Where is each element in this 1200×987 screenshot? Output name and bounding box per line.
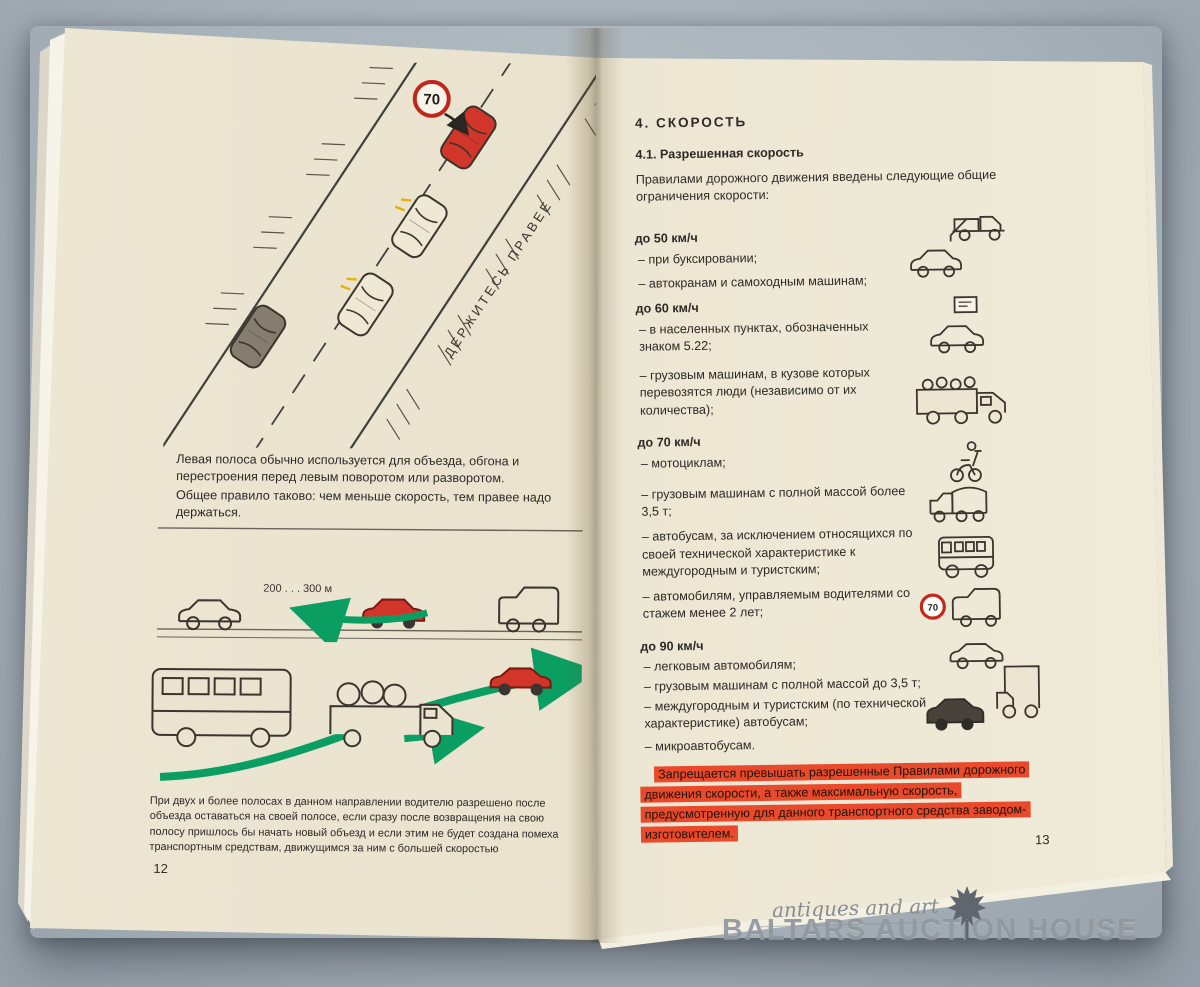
chapter-heading: 4. СКОРОСТЬ xyxy=(634,114,748,131)
limit-90-items: – легковым автомобилям; – грузовым машин… xyxy=(643,655,936,763)
tow-truck-with-car-icon xyxy=(910,215,1005,278)
maple-leaf-icon xyxy=(948,886,986,942)
flatbed-truck-side xyxy=(329,680,454,748)
white-car-top-view xyxy=(333,268,398,340)
rule-item: – грузовым машинам с полной массой до 3,… xyxy=(643,675,921,694)
paragraph: При двух и более полосах в данном направ… xyxy=(149,794,559,856)
turn-signal-flash xyxy=(394,198,412,212)
bus-side xyxy=(151,667,292,748)
rule-item: – грузовым машинам, в кузове которых пер… xyxy=(639,365,871,418)
rule-item: – междугородным и туристским (по техниче… xyxy=(644,695,927,732)
paragraph: Общее правило таково: чем меньше скорост… xyxy=(175,488,552,520)
speed-limit-90: до 90 км/ч xyxy=(640,638,704,654)
limit-60-items: – в населенных пунктах, обозначенных зна… xyxy=(639,318,912,426)
sign-number: 70 xyxy=(423,91,440,108)
rule-item: – автобусам, за исключением относящихся … xyxy=(641,526,913,579)
watermark-brand: BALTARS AUCTION HOUSE xyxy=(722,914,1139,946)
overtaking-illustration: 200 . . . 300 м xyxy=(156,527,583,644)
curb-line xyxy=(156,636,582,641)
rule-item: – при буксировании; xyxy=(637,251,758,267)
dark-van-top-view xyxy=(226,301,290,372)
limit-50-items: – при буксировании; – автокранам и самох… xyxy=(638,248,919,300)
warning-block: Запрещается превышать разрешенные Правил… xyxy=(640,760,1065,845)
town-sign-with-car-icon xyxy=(930,296,985,354)
white-car-top-view xyxy=(387,190,452,262)
rule-item: – грузовым машинам с полной массой более… xyxy=(641,484,906,519)
van-side xyxy=(498,586,560,633)
grass-texture xyxy=(205,66,596,440)
speed-limit-sign-70: 70 xyxy=(412,79,470,136)
gray-car-side xyxy=(178,599,242,631)
bus-icon xyxy=(938,535,995,579)
rule-item: – автокранам и самоходным машинам; xyxy=(638,273,868,291)
lane-keeping-illustration xyxy=(151,647,582,781)
rule-item: – микроавтобусам. xyxy=(644,737,756,754)
speed-limit-70: до 70 км/ч xyxy=(637,434,701,450)
sign-arrow xyxy=(444,111,470,136)
vehicle-group-icon xyxy=(926,643,1041,731)
limit-70-items: – мотоциклам; – грузовым машинам с полно… xyxy=(641,452,927,630)
heavy-truck-icon xyxy=(929,486,988,523)
road-edge xyxy=(245,60,596,450)
road-edge xyxy=(163,60,512,450)
red-car-side xyxy=(489,667,552,696)
rule-item: – мотоциклам; xyxy=(640,455,726,471)
road-text: ДЕРЖИТЕСЬ ПРАВЕЕ xyxy=(441,197,556,360)
rule-item: – автомобилям, управляемым водителями со… xyxy=(642,585,911,621)
speed-limit-60: до 60 км/ч xyxy=(635,300,699,316)
page-number-right: 13 xyxy=(1034,832,1050,848)
distance-label: 200 . . . 300 м xyxy=(263,583,332,595)
truck-with-passengers-icon xyxy=(915,376,1006,425)
warning-text: Запрещается превышать разрешенные Правил… xyxy=(640,761,1031,843)
page-number-left: 12 xyxy=(153,860,168,876)
paragraph: Левая полоса обычно используется для объ… xyxy=(176,452,520,486)
sign-number: 70 xyxy=(927,603,938,614)
rule-item: – в населенных пунктах, обозначенных зна… xyxy=(638,319,869,354)
turn-signal-flash xyxy=(340,277,357,291)
red-car-top-view xyxy=(436,102,501,173)
green-arrow xyxy=(289,597,429,644)
section-heading: 4.1. Разрешенная скорость xyxy=(635,145,804,162)
rule-item: – легковым автомобилям; xyxy=(643,657,796,674)
road-illustration: ДЕРЖИТЕСЬ ПРАВЕЕ 70 xyxy=(163,60,596,450)
road-edge xyxy=(157,527,583,532)
motor-scooter-icon xyxy=(950,441,982,483)
speed-limit-50: до 50 км/ч xyxy=(634,230,698,246)
dark-sedan xyxy=(926,698,985,724)
sign-70-with-van-icon: 70 xyxy=(919,587,1001,628)
